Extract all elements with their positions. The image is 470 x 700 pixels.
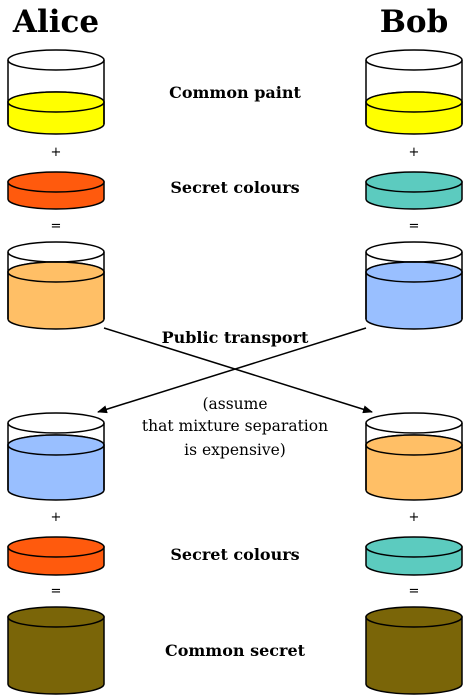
public-transport-label: Public transport <box>162 328 309 347</box>
bob-secret-colour-disc-2 <box>365 536 463 576</box>
bob-secret-colour-disc <box>365 171 463 210</box>
bob-common-paint-can <box>365 49 463 135</box>
bob-to-alice-arrow <box>97 327 367 414</box>
alice-title: Alice <box>12 4 99 40</box>
common-secret-label: Common secret <box>165 641 306 660</box>
bob-plus-2: + <box>409 510 420 525</box>
bob-equals-1: = <box>409 219 420 234</box>
alice-mixture-can <box>7 241 105 330</box>
bob-common-secret-can <box>365 606 463 695</box>
alice-to-bob-arrow <box>103 327 373 414</box>
alice-common-secret-can <box>7 606 105 695</box>
alice-equals-2: = <box>51 584 62 599</box>
secret-colours-label-bottom: Secret colours <box>170 545 299 564</box>
alice-equals-1: = <box>51 219 62 234</box>
bob-plus-1: + <box>409 145 420 160</box>
alice-secret-colour-disc-2 <box>7 536 105 576</box>
alice-received-mixture-can <box>7 412 105 501</box>
note-line-2: that mixture separation <box>142 417 328 435</box>
note-line-3: is expensive) <box>184 441 286 459</box>
note-line-1: (assume <box>202 395 267 413</box>
alice-plus-2: + <box>51 510 62 525</box>
bob-equals-2: = <box>409 584 420 599</box>
common-paint-label: Common paint <box>169 83 301 102</box>
alice-common-paint-can <box>7 49 105 135</box>
secret-colours-label-top: Secret colours <box>170 178 299 197</box>
alice-plus-1: + <box>51 145 62 160</box>
bob-received-mixture-can <box>365 412 463 501</box>
bob-mixture-can <box>365 241 463 330</box>
bob-title: Bob <box>380 4 449 40</box>
alice-secret-colour-disc <box>7 171 105 210</box>
